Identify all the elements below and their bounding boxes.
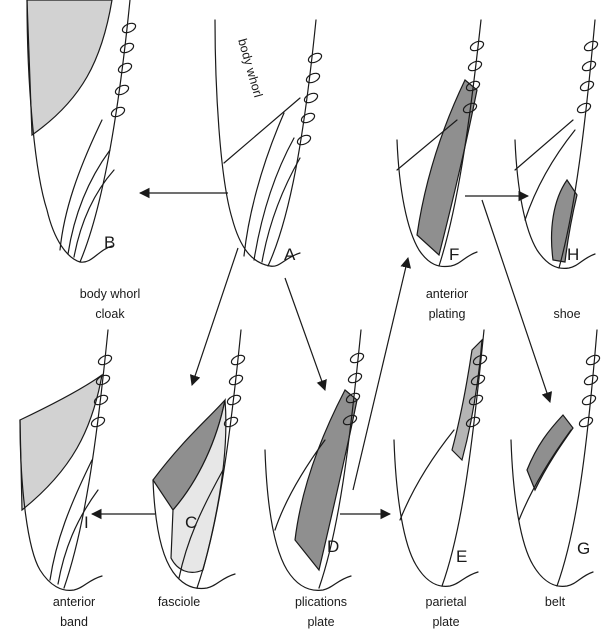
panel-letter-g: G [577, 539, 590, 558]
shell-drawing-c [153, 330, 246, 588]
panel-c: C fasciole [153, 330, 246, 609]
caption-e-line1: parietal [426, 595, 467, 609]
panel-letter-b: B [104, 233, 115, 252]
caption-c-line1: fasciole [158, 595, 200, 609]
panel-h: H shoe [515, 20, 599, 321]
caption-f-line1: anterior [426, 287, 468, 301]
panel-g: G belt [511, 330, 601, 609]
caption-b-line2: cloak [95, 307, 125, 321]
shell-drawing-a [215, 20, 323, 266]
caption-b-line1: body whorl [80, 287, 140, 301]
panel-letter-e: E [456, 547, 467, 566]
panel-b: B body whorl cloak [27, 0, 140, 321]
shell-drawing-i [20, 330, 113, 590]
arrow-a-to-d [285, 278, 325, 390]
panel-letter-h: H [567, 245, 579, 264]
panel-a: body whorl A [215, 20, 323, 266]
panel-letter-f: F [449, 245, 459, 264]
caption-i-line2: band [60, 615, 88, 629]
shell-drawing-e [394, 330, 488, 586]
arrow-f-to-g [482, 200, 550, 402]
plications-b [110, 21, 137, 118]
panel-letter-c: C [185, 513, 197, 532]
panel-e: E parietal plate [394, 330, 488, 629]
panel-letter-i: I [84, 513, 89, 532]
panel-f: F anterior plating [397, 20, 485, 321]
body-whorl-annotation: body whorl [235, 37, 265, 99]
caption-h-line1: shoe [553, 307, 580, 321]
caption-f-line2: plating [429, 307, 466, 321]
plications-h [576, 39, 599, 114]
caption-g-line1: belt [545, 595, 566, 609]
shell-drawing-b [27, 0, 137, 262]
panel-d: D plications plate [265, 330, 365, 629]
arrow-a-to-c [192, 248, 238, 385]
shell-drawing-h [515, 20, 599, 268]
caption-d-line1: plications [295, 595, 347, 609]
shell-drawing-f [397, 20, 485, 267]
panel-i: I anterior band [20, 330, 113, 629]
panel-letter-a: A [284, 245, 296, 264]
panel-letter-d: D [327, 537, 339, 556]
plications-a [296, 51, 323, 146]
plications-g [578, 353, 601, 428]
caption-d-line2: plate [307, 615, 334, 629]
shell-drawing-d [265, 330, 365, 590]
caption-i-line1: anterior [53, 595, 95, 609]
caption-e-line2: plate [432, 615, 459, 629]
